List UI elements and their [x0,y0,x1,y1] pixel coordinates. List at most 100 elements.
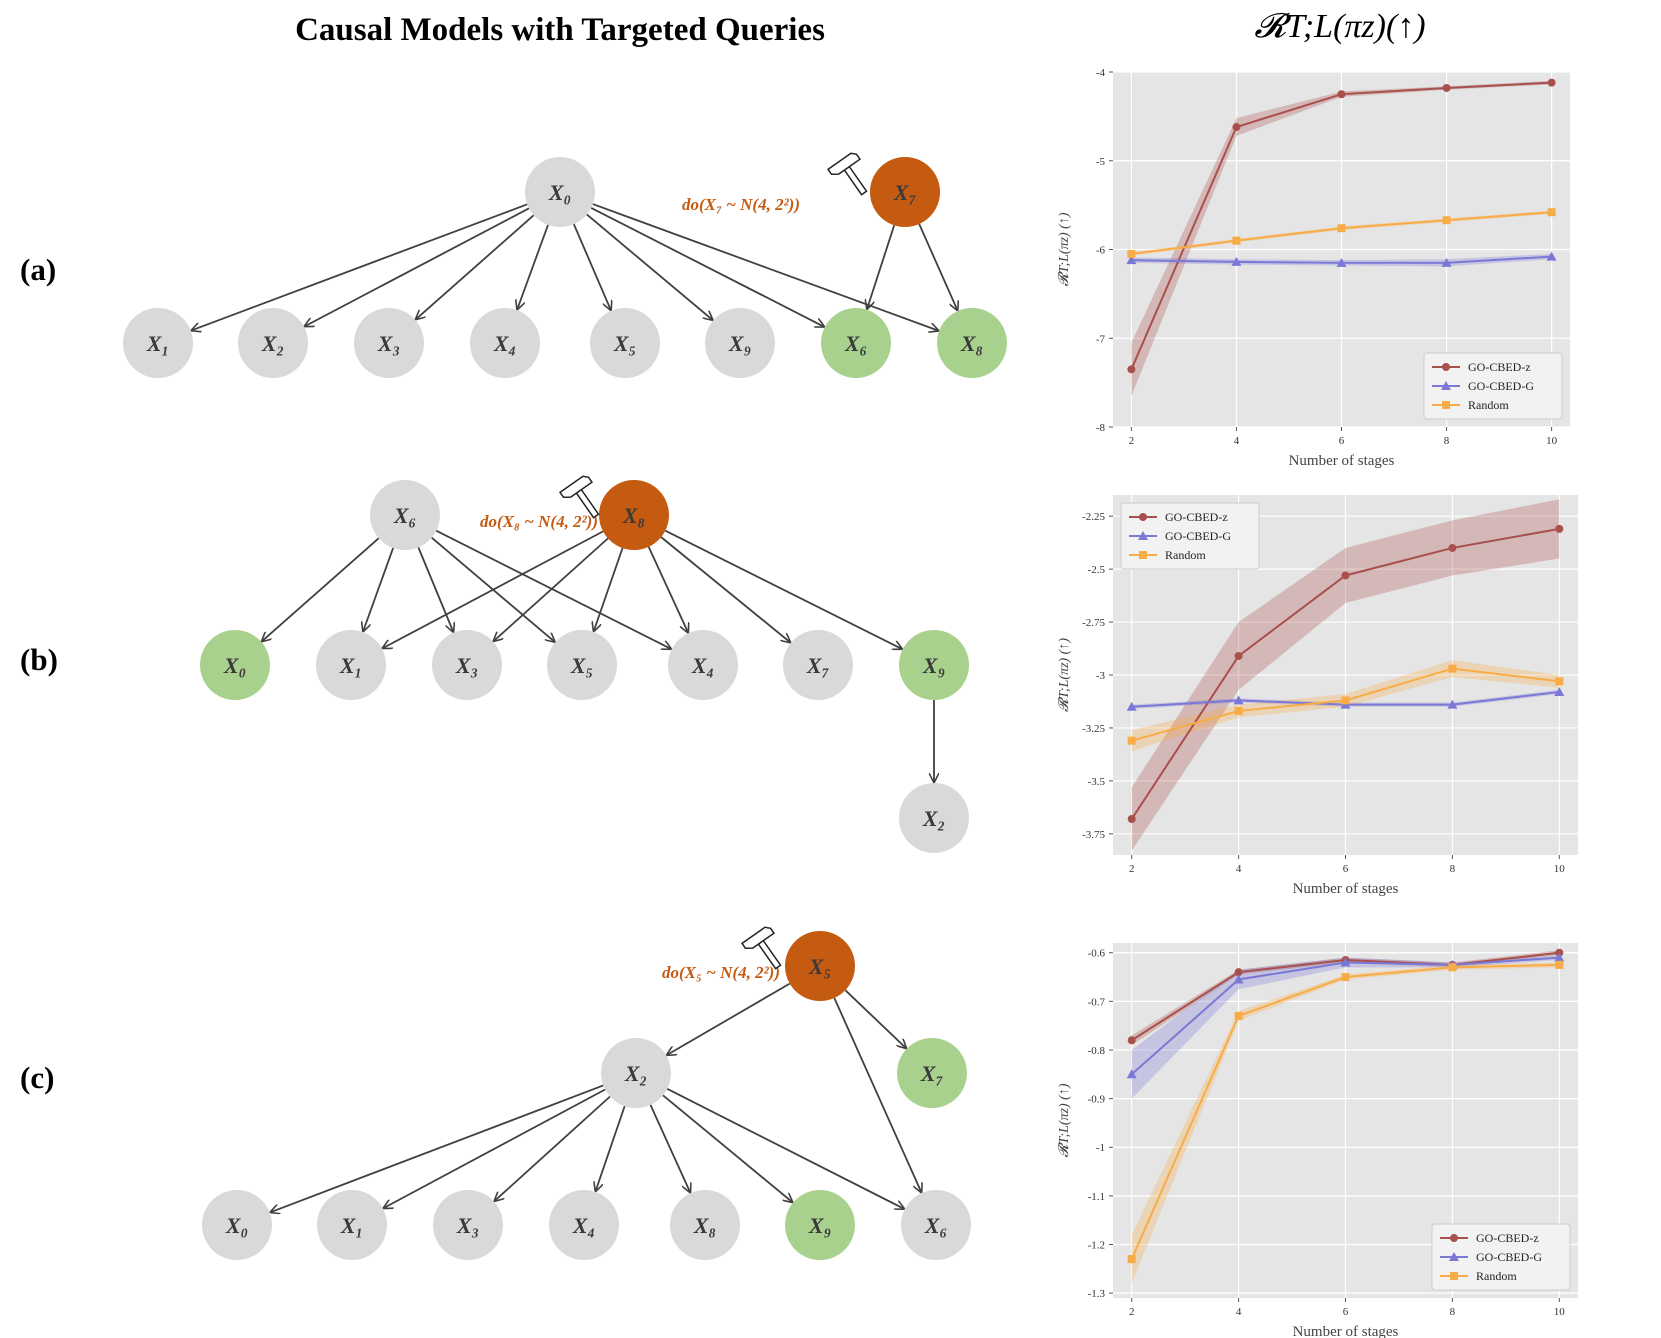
node-X9: X₉ [785,1190,855,1260]
panel-label-a: (a) [20,252,57,287]
node-X2: X₂ [899,783,969,853]
panel-label-c: (c) [20,1060,55,1095]
x-tick-label: 4 [1236,1306,1242,1318]
data-point [1341,696,1350,705]
intervention-label: do(X₇ ~ N(4, 2²)) [682,195,800,214]
node-X5: X₅ [785,931,855,1001]
intervention-label: do(X₈ ~ N(4, 2²)) [480,512,598,531]
node-X5: X₅ [590,308,660,378]
panel-label-b: (b) [20,642,58,677]
edge-X0-X5 [573,223,611,310]
y-tick-label: -3.75 [1082,829,1105,841]
data-point [1336,257,1347,267]
x-tick-label: 6 [1343,1306,1349,1318]
hammer-icon [558,475,600,519]
edge-X8-X5 [594,547,624,631]
node-X2: X₂ [601,1038,671,1108]
data-point [1554,952,1565,962]
edge-X0-X1 [192,203,528,330]
node-X3: X₃ [354,308,424,378]
data-point [1127,1255,1136,1264]
node-label: X₁ [146,331,169,356]
node-label: X₅ [808,954,831,979]
data-point [1234,651,1243,660]
y-tick-label: -1.3 [1088,1288,1106,1300]
data-point [1232,123,1241,132]
edge-X2-X4 [596,1105,626,1191]
node-label: X₃ [456,1213,479,1238]
edge-X5-X7 [844,989,906,1048]
data-point [1337,224,1346,233]
y-tick-label: -1.2 [1088,1240,1105,1252]
node-label: X₉ [728,331,751,356]
figure-title: Causal Models with Targeted Queries [295,12,825,48]
data-point [1547,208,1556,217]
node-label: X₃ [455,653,478,678]
hammer-icon [826,152,868,196]
edge-X0-X9 [586,213,713,319]
y-tick-label: -7 [1096,333,1106,345]
legend-entry: GO-CBED-G [1476,1250,1542,1264]
data-point [1127,815,1136,823]
node-X0: X₀ [525,157,595,227]
edge-X6-X4 [435,529,671,649]
edge-X2-X6 [666,1088,904,1209]
data-point [1233,695,1244,705]
node-label: X₉ [922,653,945,678]
node-label: X₈ [622,503,645,528]
data-point [1547,78,1556,87]
y-tick-label: -3 [1096,670,1106,682]
data-point [1233,974,1244,984]
node-X7: X₇ [783,630,853,700]
node-X4: X₄ [668,630,738,700]
data-point [1127,249,1136,258]
edge-X6-X3 [417,547,453,631]
x-tick-label: 6 [1343,863,1349,875]
x-tick-label: 6 [1339,435,1345,447]
edge-X6-X1 [363,547,394,631]
data-point [1127,1036,1136,1045]
data-point [1127,365,1136,374]
legend-entry: GO-CBED-z [1468,360,1531,374]
x-tick-label: 4 [1234,435,1240,447]
series-band [1131,499,1560,851]
node-label: X₇ [806,653,830,678]
intervention-label: do(X₅ ~ N(4, 2²)) [662,963,780,982]
y-tick-label: -8 [1096,422,1106,434]
edge-X2-X1 [384,1088,606,1208]
legend-entry: GO-CBED-z [1165,510,1228,524]
node-label: X₈ [693,1213,716,1238]
data-point [1340,957,1351,967]
x-tick-label: 8 [1450,1306,1456,1318]
edge-X0-X6 [590,207,824,327]
node-X0: X₀ [200,630,270,700]
x-tick-label: 10 [1554,863,1566,875]
node-X8: X₈ [599,480,669,550]
node-label: X₆ [393,503,416,528]
data-point [1448,543,1457,552]
y-tick-label: -0.9 [1088,1094,1106,1106]
node-label: X₆ [844,331,867,356]
node-X6: X₆ [821,308,891,378]
y-axis-label: 𝓡T;L(πz) (↑) [1057,638,1072,712]
node-label: X₄ [493,331,516,356]
node-label: X₈ [960,331,983,356]
y-tick-label: -1.1 [1088,1191,1105,1203]
edge-X2-X9 [662,1094,792,1202]
edge-X8-X7 [660,536,790,642]
x-axis-label: Number of stages [1293,881,1399,897]
data-point [1442,83,1451,92]
node-X2: X₂ [238,308,308,378]
data-point [1441,257,1452,267]
data-point [1341,571,1350,580]
y-tick-label: -4 [1096,67,1106,79]
data-point [1126,701,1137,711]
data-point [1234,1011,1243,1020]
data-point [1127,736,1136,745]
